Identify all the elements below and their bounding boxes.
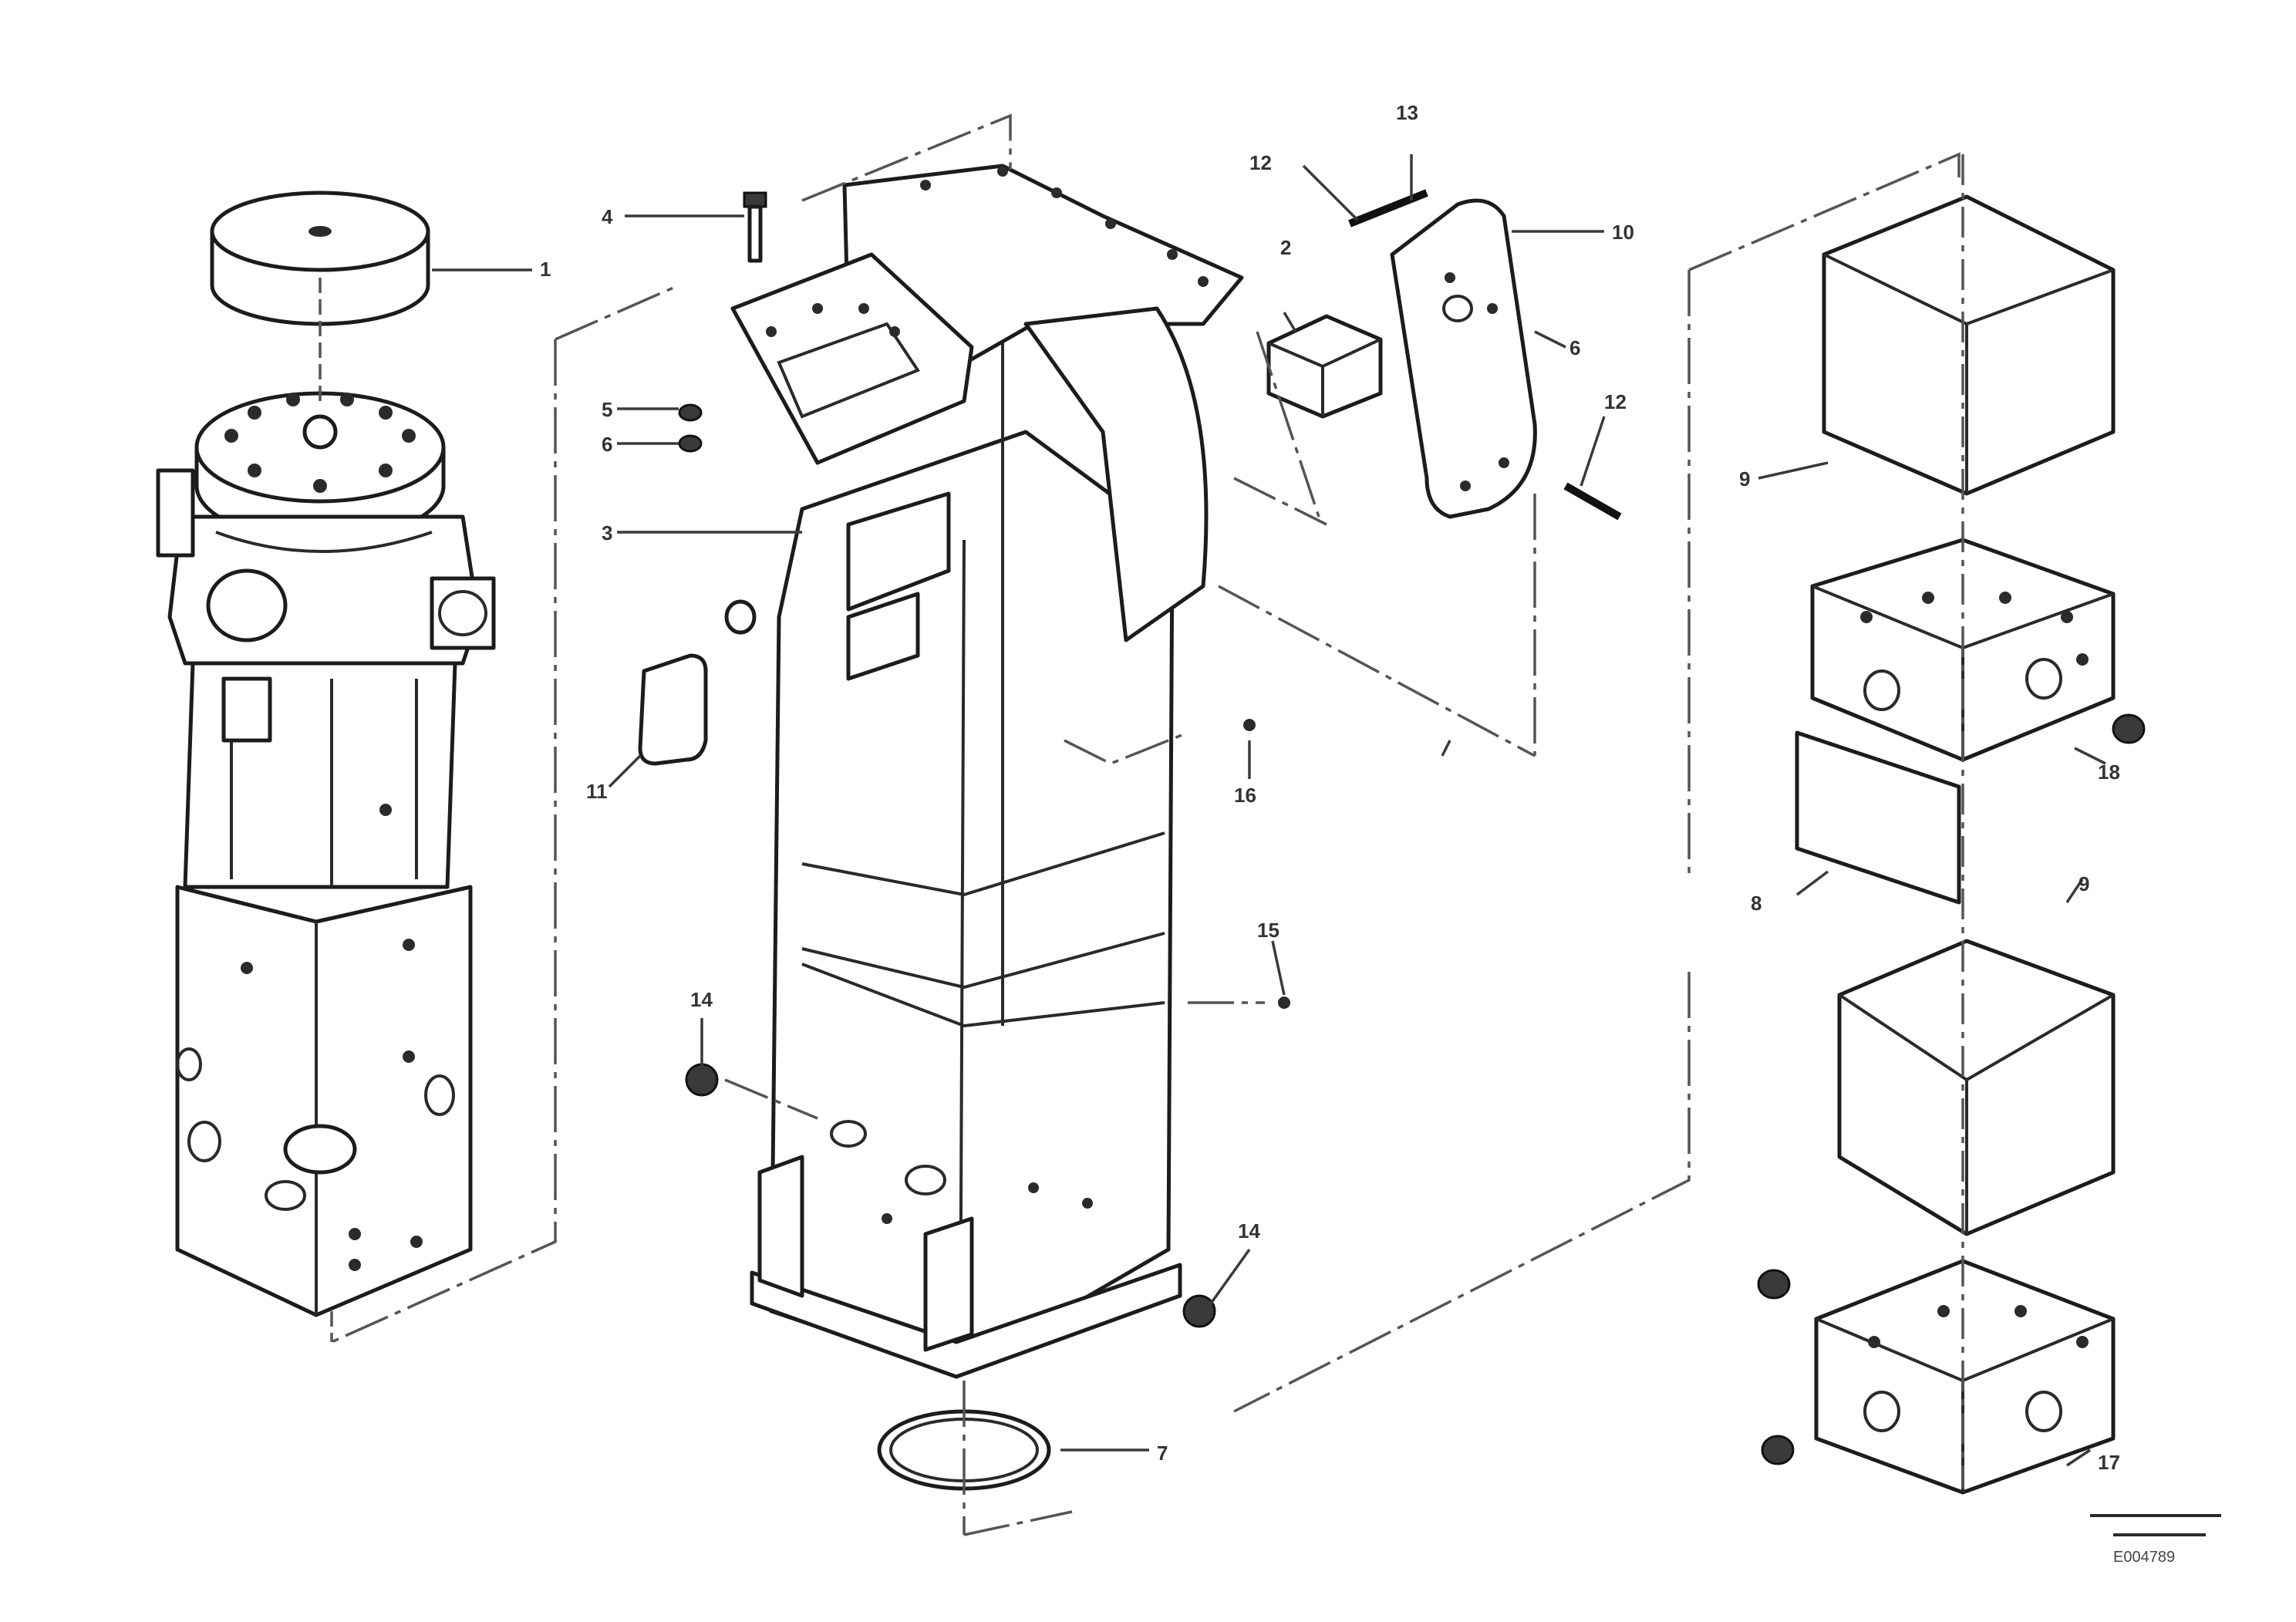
callout-12b: 12 (1604, 390, 1627, 413)
callout-7: 7 (1157, 1442, 1168, 1465)
top-cap-disc (210, 191, 430, 326)
callout-10: 10 (1612, 221, 1634, 244)
drawing-code: E004789 (2113, 1549, 2175, 1566)
callout-14b: 14 (1238, 1219, 1260, 1243)
callout-18: 18 (2098, 760, 2120, 784)
callout-5a: 5 (602, 398, 612, 421)
valve-body (156, 468, 496, 666)
callout-13: 13 (1396, 101, 1418, 124)
front-head-block (175, 885, 473, 1317)
callout-2: 2 (1280, 236, 1291, 259)
callout-3: 3 (602, 521, 612, 545)
callout-1: 1 (540, 258, 551, 281)
hammer-housing (638, 164, 1244, 1379)
callout-16: 16 (1234, 784, 1256, 807)
callout-labels: 1 4 5 6 3 11 2 12 13 10 6 12 16 15 14 14… (540, 101, 2221, 1566)
callout-17: 17 (2098, 1451, 2120, 1474)
mounting-bracket (1266, 189, 1622, 521)
callout-14: 14 (690, 988, 713, 1011)
wear-plate-stack (1757, 154, 2146, 1495)
hammer-power-cell (156, 191, 532, 1317)
callout-9: 9 (1739, 467, 1750, 491)
callout-12a: 12 (1249, 151, 1272, 174)
callout-6b: 6 (1569, 336, 1580, 359)
callout-15: 15 (1257, 919, 1279, 942)
callout-4: 4 (602, 205, 613, 228)
callout-9b: 9 (2079, 872, 2089, 895)
callout-8: 8 (1751, 892, 1762, 915)
callout-11: 11 (586, 780, 608, 803)
cylinder-body (183, 661, 457, 889)
leader-lines (608, 154, 2106, 1467)
callout-6a: 6 (602, 433, 612, 456)
alignment-lines (319, 113, 1961, 1536)
